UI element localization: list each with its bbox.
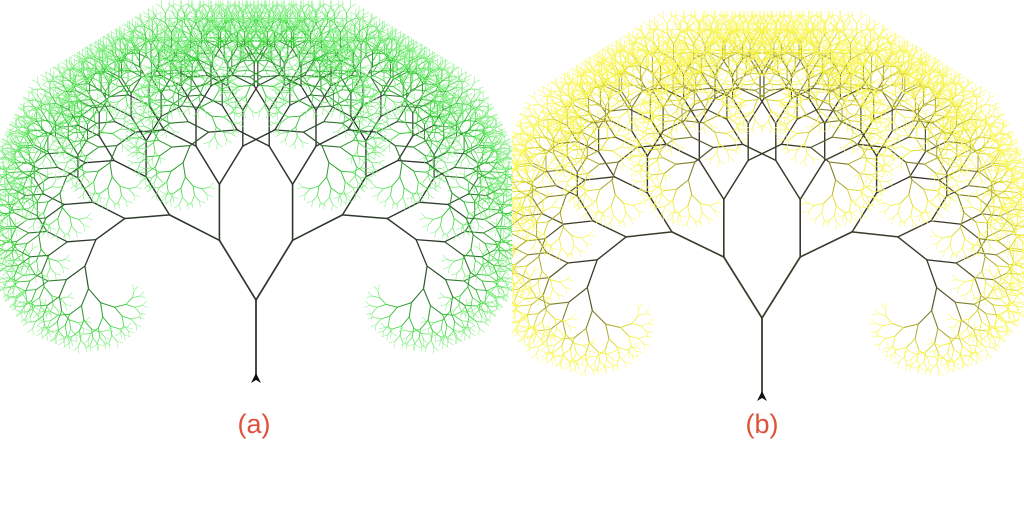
root-arrow-icon (251, 373, 261, 383)
branch-level-12 (0, 0, 512, 354)
branch-level-11 (512, 17, 1024, 372)
root-arrow-icon (757, 391, 767, 401)
branch-level-7 (523, 58, 1001, 329)
branch-level-6 (43, 62, 469, 290)
branch-level-1 (722, 256, 802, 319)
branch-level-4 (92, 109, 420, 241)
branch-level-5 (63, 85, 449, 267)
fractal-tree-a (0, 0, 512, 383)
branch-level-3 (625, 159, 899, 238)
fractal-tree-panel-b: (b) (512, 0, 1024, 518)
branch-level-12 (512, 10, 1024, 378)
fractal-tree-b (512, 10, 1024, 401)
branch-level-1 (218, 239, 294, 301)
panel-label-a: (a) (237, 409, 271, 439)
branch-level-2 (168, 183, 344, 242)
panel-label-b: (b) (745, 409, 779, 439)
branch-level-4 (592, 122, 932, 261)
branch-level-2 (671, 198, 853, 258)
fractal-tree-panel-a: (a) (0, 0, 512, 439)
